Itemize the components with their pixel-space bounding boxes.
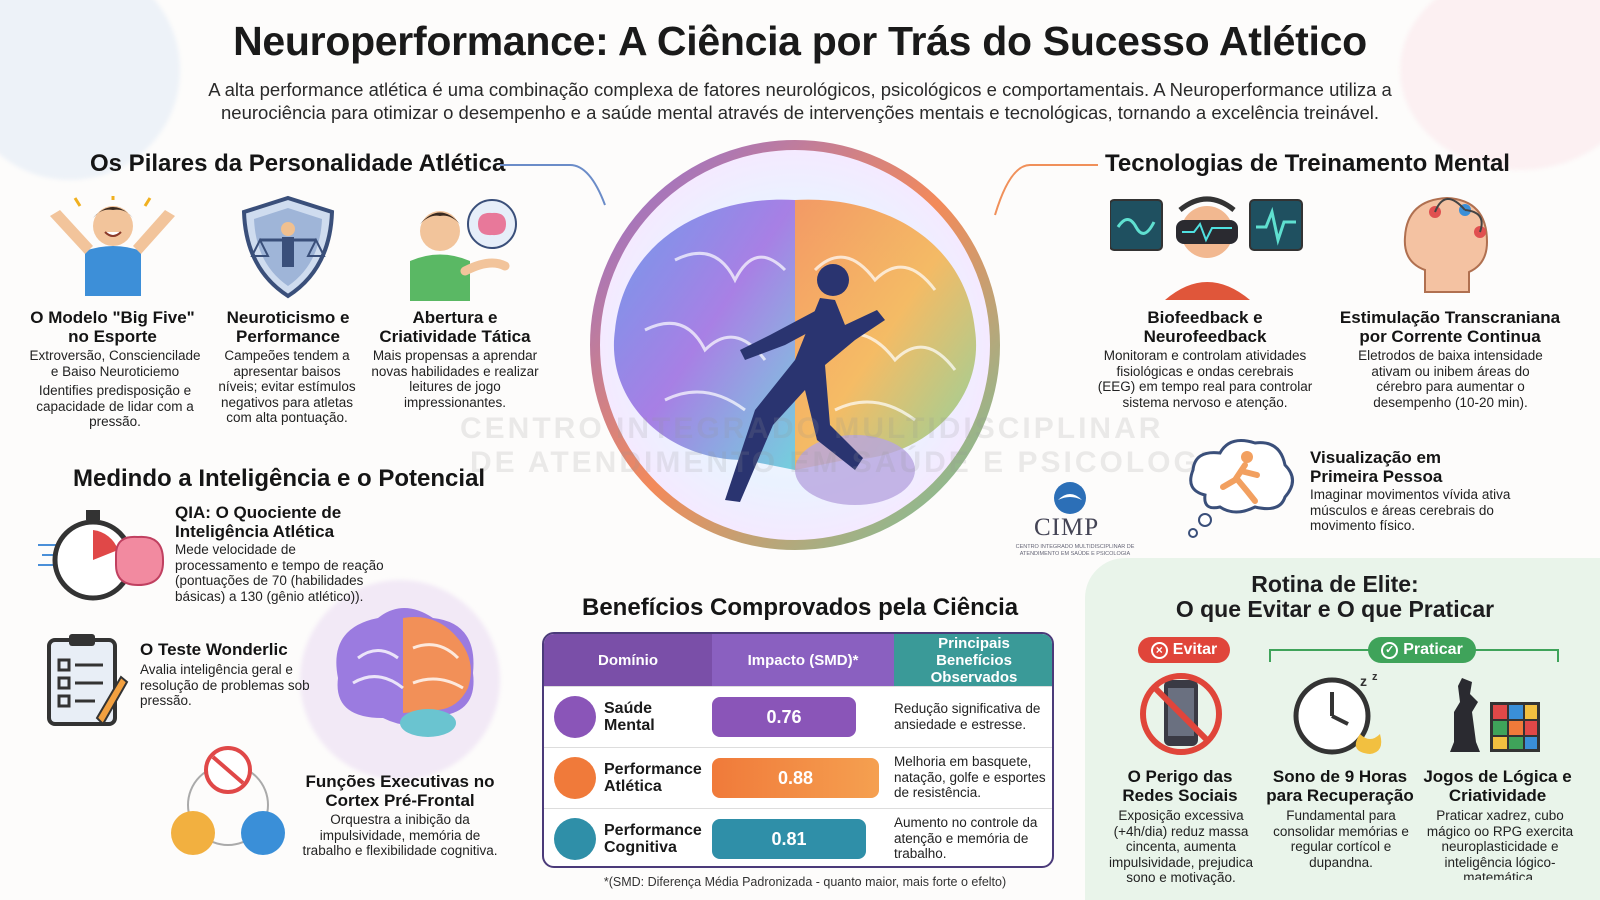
impact-bar: 0.88 — [712, 758, 879, 798]
rotina-item-title: Sono de 9 Horas para Recuperação — [1266, 767, 1414, 805]
rotina-heading: Rotina de Elite: O que Evitar e O que Pr… — [1150, 572, 1520, 622]
table-row: Performance Cognitiva 0.81 Aumento no co… — [544, 808, 1052, 866]
medindo-item-title: Funções Executivas no Cortex Pré-Frontal — [305, 772, 495, 810]
page-title: Neuroperformance: A Ciência por Trás do … — [233, 18, 1367, 64]
thought-cloud-runner-icon — [1188, 439, 1294, 538]
watermark-line1: CENTRO INTEGRADO MULTIDISCIPLINAR — [460, 412, 1164, 445]
biofeedback-vr-icon — [1110, 196, 1303, 300]
praticar-label: Praticar — [1403, 641, 1463, 658]
brain-icon — [554, 696, 596, 738]
table-cell-benefit: Aumento no controle da atenção e memória… — [894, 815, 1038, 861]
impact-bar: 0.76 — [712, 697, 856, 737]
cimp-logo-icon — [1054, 482, 1086, 514]
table-row: Performance Atlética 0.88 Melhoria em ba… — [544, 747, 1052, 808]
table-cell-domain: Performance Cognitiva — [604, 822, 702, 856]
medindo-item-title: O Teste Wonderlic — [140, 640, 288, 659]
tecnologia-card-text: Monitoram e controlam atividades fisioló… — [1097, 348, 1313, 410]
medindo-item-text: Orquestra a inibição da impulsividade, m… — [302, 812, 498, 858]
pilar-card-title: Neuroticismo e Performance — [226, 308, 350, 346]
stopwatch-brain-icon — [38, 510, 165, 601]
pilar-card-text2: Identifies predisposição e capacidade de… — [36, 383, 194, 429]
clock-moon-icon: z z — [1293, 672, 1382, 755]
chess-rubik-icon — [1450, 678, 1540, 752]
impact-bar: 0.81 — [712, 819, 866, 859]
cimp-logo-name: CIMP — [1034, 514, 1100, 541]
rotina-item-text: Praticar xadrez, cubo mágico oo RPG exer… — [1426, 808, 1574, 880]
rotina-item-text: Exposição excessiva (+4h/dia) reduz mass… — [1108, 808, 1254, 885]
beneficios-heading: Benefícios Comprovados pela Ciência — [582, 594, 1019, 621]
tecnologia-card-text: Eletrodos de baixa intensidade ativam ou… — [1358, 348, 1543, 410]
praticar-badge: ✓ Praticar — [1368, 637, 1476, 663]
x-circle-icon: × — [1150, 641, 1168, 659]
medindo-heading: Medindo a Inteligência e o Potencial — [73, 465, 486, 492]
shield-scales-icon — [241, 195, 335, 299]
person-thinking-brain-icon — [410, 199, 517, 301]
cimp-logo-sub: CENTRO INTEGRADO MULTIDISCIPLINAR DE ATE… — [1015, 544, 1135, 557]
tecnologias-connector — [994, 164, 1098, 216]
table-footnote: *(SMD: Diferença Média Padronizada - qua… — [603, 875, 1007, 889]
watermark-line2: DE ATENDIMENTO EM SAÚDE E PSICOLOGIA — [470, 446, 1236, 479]
pilar-card-text: Mais propensas a aprendar novas habilida… — [371, 348, 539, 410]
svg-text:z: z — [1360, 673, 1367, 689]
svg-text:z: z — [1372, 672, 1378, 683]
medindo-item-text: Mede velocidade de processamento e tempo… — [175, 542, 384, 604]
table-cell-benefit: Redução significativa de ansiedade e est… — [894, 701, 1041, 732]
rotina-heading-line1: Rotina de Elite: — [1251, 571, 1419, 597]
medindo-item-text: Avalia inteligência geral e resolução de… — [140, 662, 310, 708]
tecnologia-card-title: Estimulação Transcraniana por Corrente C… — [1339, 308, 1561, 346]
rotina-heading-line2: O que Evitar e O que Praticar — [1175, 596, 1495, 622]
pilar-card-text: Extroversão, Consciencilade e Baiso Neur… — [29, 348, 201, 379]
no-phone-icon — [1140, 673, 1222, 755]
table-col-header: Impacto (SMD)* — [712, 634, 894, 686]
page-subtitle: A alta performance atlética é uma combin… — [208, 79, 1392, 123]
head-brain-icon — [554, 818, 596, 860]
table-col-header: Principais Benefícios Observados — [894, 634, 1052, 686]
clipboard-checklist-icon — [47, 634, 129, 726]
celebrating-person-icon — [50, 196, 175, 296]
table-cell-benefit: Melhoria em basquete, natação, golfe e e… — [894, 754, 1046, 800]
pilares-connector — [500, 164, 606, 206]
evitar-badge: × Evitar — [1138, 637, 1230, 663]
visualizacao-text: Imaginar movimentos vívida ativa músculo… — [1310, 487, 1511, 533]
pilar-card-title: Abertura e Criatividade Tática — [379, 308, 531, 346]
pilares-heading: Os Pilares da Personalidade Atlética — [90, 150, 506, 177]
tecnologia-card-title: Biofeedback e Neurofeedback — [1143, 308, 1267, 346]
rotina-item-text: Fundamental para consolidar memórias e r… — [1273, 808, 1409, 870]
tecnologias-heading: Tecnologias de Treinamento Mental — [1105, 150, 1510, 177]
table-col-header: Domínio — [544, 634, 712, 686]
table-row: Saúde Mental 0.76 Redução significativa … — [544, 686, 1052, 747]
beneficios-table: Domínio Impacto (SMD)* Principais Benefí… — [542, 632, 1054, 868]
pilar-card-title: O Modelo "Big Five" no Esporte — [30, 308, 195, 346]
head-electrodes-icon — [1403, 196, 1489, 293]
evitar-label: Evitar — [1172, 641, 1218, 658]
pilar-card-text: Campeões tendem a apresentar baisos níve… — [218, 348, 356, 425]
central-brain-illustration — [590, 140, 1000, 550]
visualizacao-title: Visualização em Primeira Pessoa — [1310, 448, 1443, 486]
colorful-brain-icon — [336, 608, 474, 737]
runner-icon — [554, 757, 596, 799]
check-circle-icon: ✓ — [1381, 641, 1399, 659]
rotina-item-title: O Perigo das Redes Sociais — [1122, 767, 1238, 805]
rotina-item-title: Jogos de Lógica e Criatividade — [1423, 767, 1572, 805]
table-cell-domain: Performance Atlética — [604, 761, 702, 795]
table-cell-domain: Saúde Mental — [604, 700, 655, 734]
executive-functions-cycle-icon — [171, 746, 285, 855]
medindo-item-title: QIA: O Quociente de Inteligência Atlétic… — [175, 503, 342, 541]
